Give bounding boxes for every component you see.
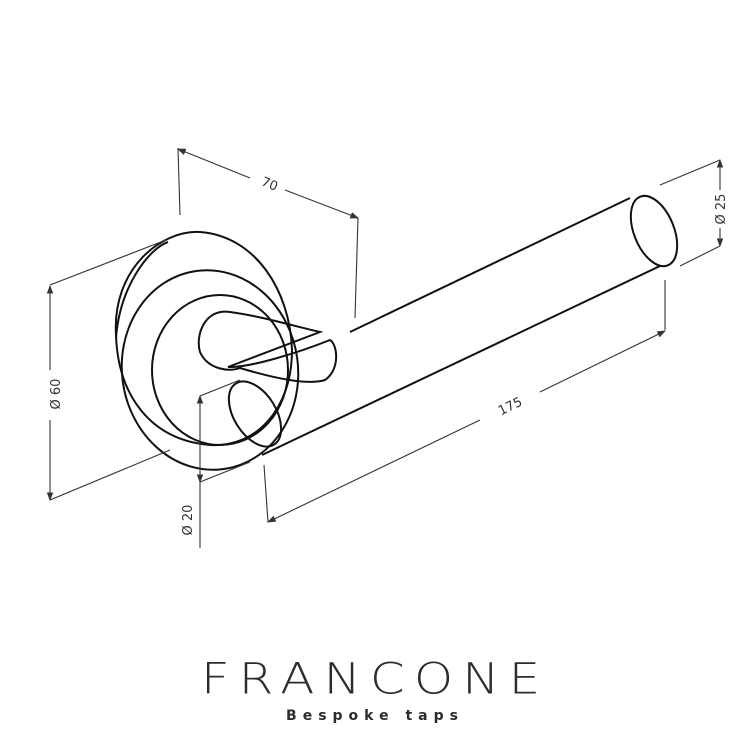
brand-logo-name: FRANCONE bbox=[200, 654, 550, 704]
brand-tagline: Bespoke taps bbox=[286, 708, 464, 724]
rosette-outer-partial bbox=[115, 241, 169, 339]
lever-end-face bbox=[629, 194, 679, 268]
lever-bottom-edge bbox=[261, 265, 661, 456]
rosette-face bbox=[120, 269, 300, 471]
handle-outline bbox=[114, 194, 679, 471]
dimension-diameter-25-label: Ø 25 bbox=[714, 194, 729, 225]
rosette-inner-ring bbox=[151, 294, 289, 446]
dimension-diameter-20-label: Ø 20 bbox=[181, 505, 196, 536]
dimension-lines bbox=[46, 147, 724, 548]
lever-neck bbox=[197, 310, 338, 383]
dimension-70-label: 70 bbox=[259, 175, 280, 195]
dimension-175-label: 175 bbox=[496, 395, 525, 419]
lever-top-edge bbox=[349, 197, 631, 333]
lever-near-section bbox=[227, 380, 283, 448]
dimension-diameter-60-label: Ø 60 bbox=[49, 379, 64, 410]
